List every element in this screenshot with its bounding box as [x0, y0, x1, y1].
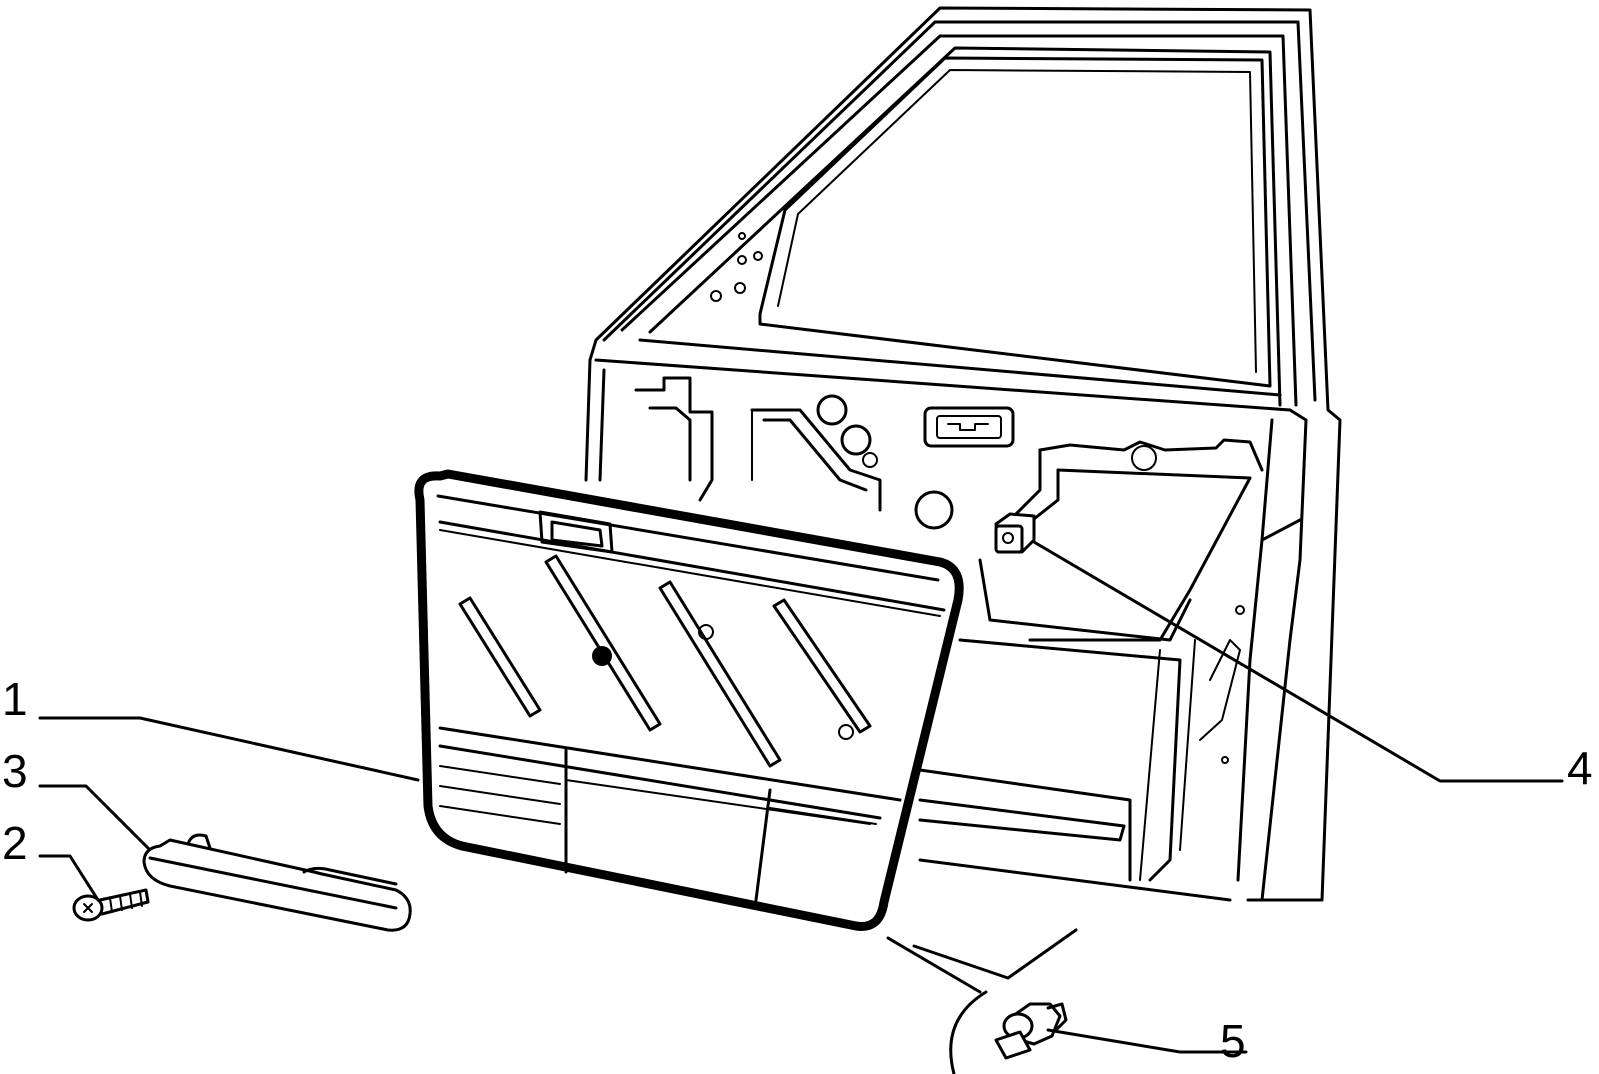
callout-1: 1: [2, 673, 28, 725]
door-switch-part: [994, 512, 1036, 554]
leader-lines: [38, 540, 1564, 1054]
callout-2: 2: [2, 817, 28, 869]
screw-part: [72, 888, 150, 922]
callout-3: 3: [2, 745, 28, 797]
door-trim-panel-part: [414, 469, 964, 931]
armrest-handle-part: [142, 833, 412, 932]
callout-4: 4: [1567, 742, 1593, 794]
panel-clip-part: [949, 990, 1068, 1074]
callout-5: 5: [1220, 1015, 1246, 1067]
door-shell: [584, 6, 1342, 902]
